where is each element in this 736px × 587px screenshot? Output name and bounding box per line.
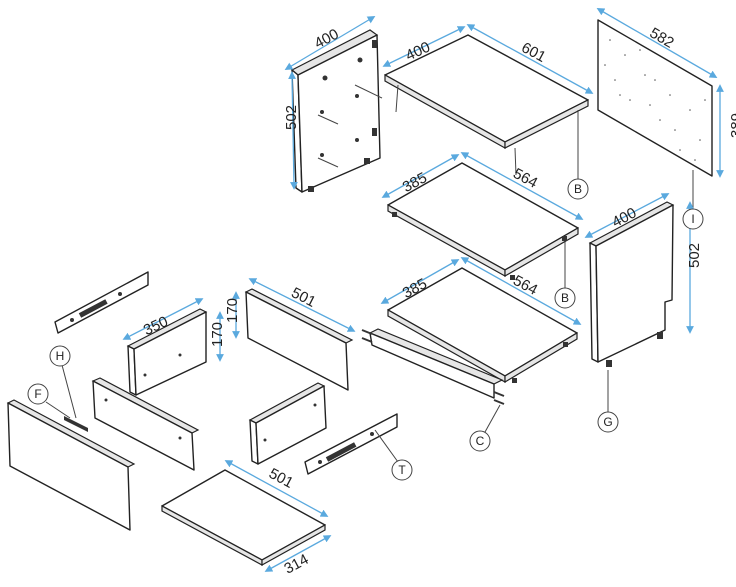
top-panel: 400 601 — [382, 24, 594, 180]
drawer-side-height-label: 170 — [209, 322, 226, 347]
svg-text:I: I — [691, 212, 694, 226]
svg-text:B: B — [561, 291, 569, 305]
drawer-inner-front — [91, 377, 200, 471]
top-width-label: 601 — [518, 39, 548, 66]
left-side-panel: 400 502 — [283, 16, 383, 193]
drawer-bottom-depth-label: 314 — [281, 551, 311, 578]
callout-f: F — [27, 383, 49, 405]
svg-text:G: G — [603, 415, 612, 429]
callout-i: I — [682, 208, 704, 230]
right-side-panel: 400 502 — [584, 193, 703, 412]
drawer-bottom-panel: 501 314 — [161, 460, 332, 578]
back-panel: 582 389 — [596, 8, 736, 210]
left-side-height-label: 502 — [283, 105, 300, 130]
callout-b-2: B — [554, 287, 576, 309]
handle-icon — [64, 416, 88, 432]
drawer-back-length-label: 501 — [288, 284, 318, 311]
shelf-width-label: 564 — [510, 165, 540, 192]
drawer-slide-right — [304, 413, 399, 475]
callout-t: T — [391, 459, 413, 481]
svg-text:B: B — [574, 182, 582, 196]
drawer-side-panel-2 — [248, 382, 327, 465]
drawer-back-panel: 170 501 — [224, 278, 356, 391]
svg-text:F: F — [34, 387, 41, 401]
callout-g: G — [597, 411, 619, 433]
back-height-label: 389 — [728, 113, 736, 138]
drawer-side-panel: 350 170 — [122, 298, 226, 396]
back-width-label: 582 — [647, 24, 677, 51]
right-side-height-label: 502 — [686, 243, 703, 268]
svg-text:T: T — [398, 463, 406, 477]
callout-c: C — [469, 430, 491, 452]
callout-b-1: B — [567, 178, 589, 200]
front-rail — [361, 328, 505, 433]
bottom-panel: 385 564 — [380, 257, 582, 384]
drawer-bottom-length-label: 501 — [266, 465, 296, 492]
drawer-back-height-label: 170 — [224, 298, 241, 323]
callout-h: H — [49, 345, 71, 367]
drawer-slide-left — [54, 271, 149, 334]
drawer-front-panel — [6, 364, 136, 531]
svg-text:H: H — [56, 349, 65, 363]
svg-text:C: C — [476, 434, 485, 448]
